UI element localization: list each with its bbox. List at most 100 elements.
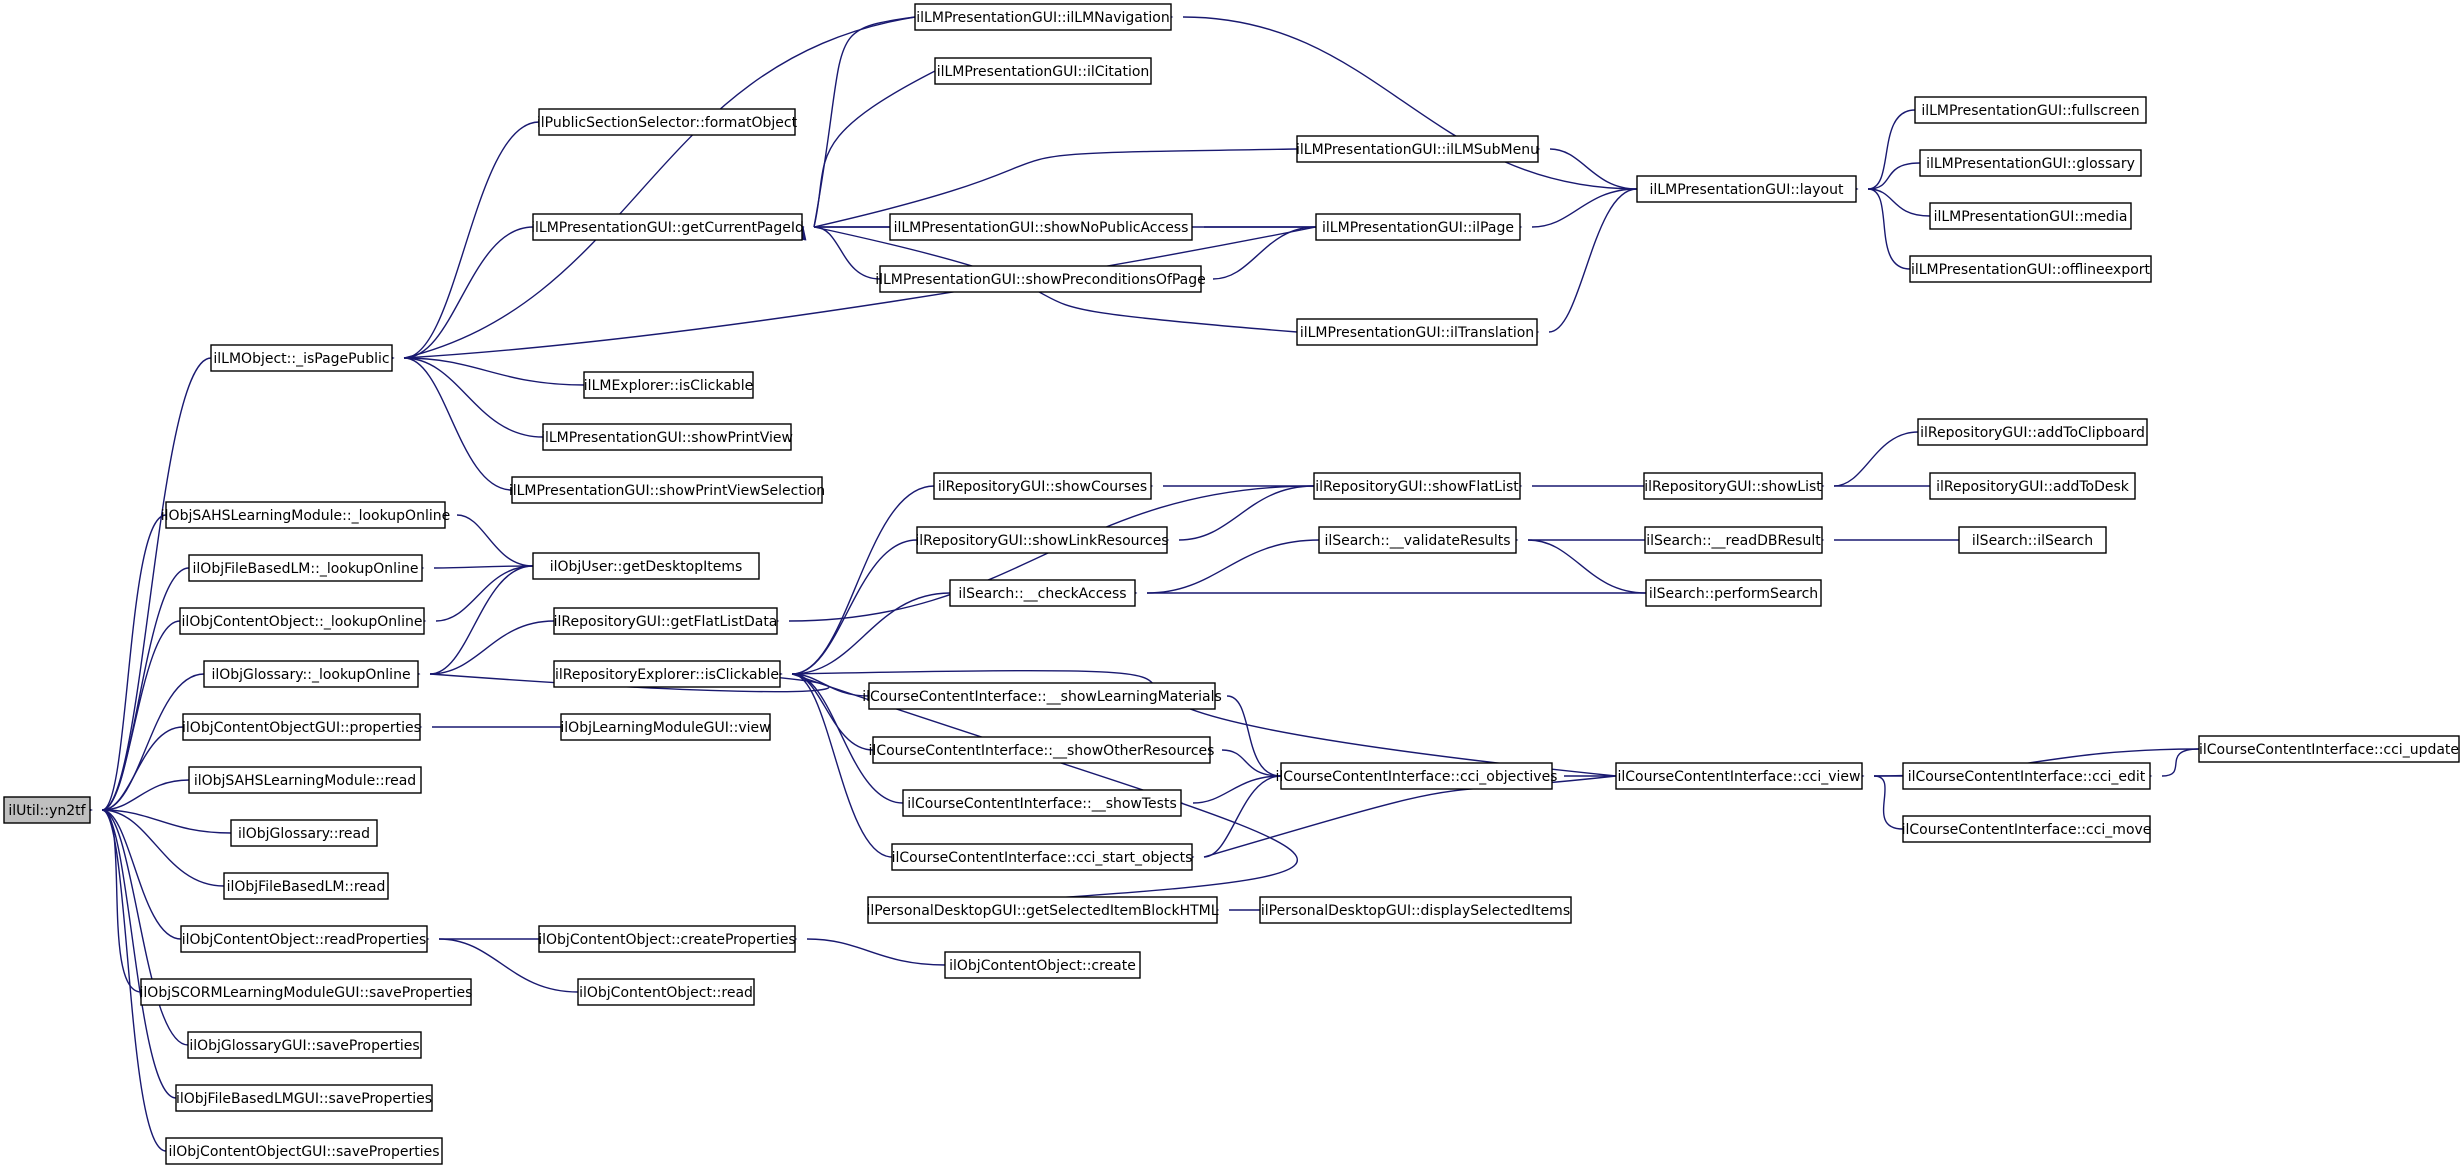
node-illmpresentationgui-offlineexport[interactable]: ilLMPresentationGUI::offlineexport bbox=[1909, 255, 2152, 283]
node-illmpresentationgui-showprintviewselection[interactable]: ilLMPresentationGUI::showPrintViewSelect… bbox=[509, 476, 825, 504]
node-ilcoursecontentinterface-showlearningmaterials[interactable]: ilCourseContentInterface::__showLearning… bbox=[862, 682, 1222, 710]
node-illmpresentationgui-shownopublicaccess[interactable]: ilLMPresentationGUI::showNoPublicAccess bbox=[889, 213, 1193, 241]
node-ilrepositorygui-getflatlistdata[interactable]: ilRepositoryGUI::getFlatListData bbox=[553, 607, 778, 635]
node-ilcoursecontentinterface-showotherresources[interactable]: ilCourseContentInterface::__showOtherRes… bbox=[869, 736, 1215, 764]
node-ilpublicsectionselector-formatobject[interactable]: ilPublicSectionSelector::formatObject bbox=[537, 108, 798, 136]
node-box bbox=[223, 872, 389, 900]
node-ilutil-yn2tf[interactable]: ilUtil::yn2tf bbox=[3, 796, 91, 824]
node-ilcoursecontentinterface-showtests[interactable]: ilCourseContentInterface::__showTests bbox=[902, 789, 1182, 817]
node-box bbox=[916, 526, 1168, 554]
node-label: ilCourseContentInterface::cci_view bbox=[1618, 769, 1861, 785]
node-label: ilSearch::__readDBResult bbox=[1646, 533, 1821, 549]
node-label: ilObjGlossary::_lookupOnline bbox=[211, 667, 410, 683]
node-box bbox=[553, 607, 778, 635]
node-ilobjglossary-lookuponline[interactable]: ilObjGlossary::_lookupOnline bbox=[203, 660, 419, 688]
node-box bbox=[1917, 418, 2148, 446]
node-label: ilObjGlossaryGUI::saveProperties bbox=[189, 1038, 419, 1054]
edge-illmpresentationgui-showpreconditionsofpage-to-illmpresentationgui-getcurrentpageid bbox=[790, 221, 881, 280]
node-illmobject-ispagepublic[interactable]: ilLMObject::_isPagePublic bbox=[210, 344, 393, 372]
node-ilobjglossarygui-saveproperties[interactable]: ilObjGlossaryGUI::saveProperties bbox=[187, 1031, 422, 1059]
node-ilsearch-ilsearch[interactable]: ilSearch::ilSearch bbox=[1958, 526, 2107, 554]
node-box bbox=[891, 843, 1193, 871]
node-ilrepositorygui-addtodesk[interactable]: ilRepositoryGUI::addToDesk bbox=[1929, 472, 2136, 500]
edge-ilobjglossarygui-saveproperties-to-ilutil-yn2tf bbox=[78, 804, 189, 1046]
node-label: ilRepositoryGUI::showFlatList bbox=[1315, 479, 1519, 495]
node-label: ilPersonalDesktopGUI::displaySelectedIte… bbox=[1261, 903, 1570, 919]
node-label: ilLMPresentationGUI::ilCitation bbox=[937, 64, 1150, 80]
node-label: ilObjSCORMLearningModuleGUI::savePropert… bbox=[140, 985, 473, 1001]
node-illmpresentationgui-illmnavigation[interactable]: ilLMPresentationGUI::ilLMNavigation bbox=[914, 3, 1172, 31]
node-ilobjcontentobject-read[interactable]: ilObjContentObject::read bbox=[577, 978, 755, 1006]
node-illmpresentationgui-ilcitation[interactable]: ilLMPresentationGUI::ilCitation bbox=[934, 57, 1152, 85]
node-label: ilRepositoryGUI::showCourses bbox=[938, 479, 1147, 495]
node-ilrepositoryexplorer-isclickable[interactable]: ilRepositoryExplorer::isClickable bbox=[553, 660, 781, 688]
node-ilobjfilebasedlmgui-saveproperties[interactable]: ilObjFileBasedLMGUI::saveProperties bbox=[175, 1084, 433, 1112]
node-ilobjcontentobjectgui-properties[interactable]: ilObjContentObjectGUI::properties bbox=[182, 713, 421, 741]
node-illmpresentationgui-illmsubmenu[interactable]: ilLMPresentationGUI::ilLMSubMenu bbox=[1296, 135, 1539, 163]
edge-ilsearch-checkaccess-to-ilrepositoryexplorer-isclickable bbox=[768, 592, 951, 680]
node-ilobjsahslearningmodule-lookuponline[interactable]: ilObjSAHSLearningModule::_lookupOnline bbox=[161, 501, 450, 529]
node-label: ilCourseContentInterface::__showOtherRes… bbox=[869, 743, 1215, 759]
node-ilobjfilebasedlm-lookuponline[interactable]: ilObjFileBasedLM::_lookupOnline bbox=[188, 554, 423, 582]
node-label: ilObjContentObject::create bbox=[949, 958, 1136, 974]
node-illmpresentationgui-iltranslation[interactable]: ilLMPresentationGUI::ilTranslation bbox=[1296, 318, 1538, 346]
node-ilsearch-readdbresult[interactable]: ilSearch::__readDBResult bbox=[1644, 526, 1823, 554]
node-box bbox=[949, 579, 1136, 607]
node-label: ilObjContentObjectGUI::properties bbox=[182, 720, 421, 736]
node-ilpersonaldesktopgui-getselecteditemblockhtml[interactable]: ilPersonalDesktopGUI::getSelectedItemBlo… bbox=[866, 896, 1219, 924]
node-ilsearch-validateresults[interactable]: ilSearch::__validateResults bbox=[1318, 526, 1517, 554]
edge-illmpresentationgui-layout-to-illmpresentationgui-iltranslation bbox=[1525, 188, 1638, 338]
edge-ilsearch-performsearch-to-ilsearch-validateresults bbox=[1504, 534, 1647, 594]
node-ilcoursecontentinterface-cci-view[interactable]: ilCourseContentInterface::cci_view bbox=[1615, 762, 1863, 790]
node-ilobjcontentobject-create[interactable]: ilObjContentObject::create bbox=[944, 951, 1141, 979]
node-box bbox=[140, 978, 472, 1006]
edge-ilsearch-ilsearch-to-ilsearch-readdbresult bbox=[1810, 534, 1959, 546]
node-ilrepositorygui-addtoclipboard[interactable]: ilRepositoryGUI::addToClipboard bbox=[1917, 418, 2148, 446]
node-label: ilRepositoryExplorer::isClickable bbox=[555, 667, 779, 683]
node-label: ilLMPresentationGUI::showPreconditionsOf… bbox=[875, 272, 1206, 288]
node-illmpresentationgui-showpreconditionsofpage[interactable]: ilLMPresentationGUI::showPreconditionsOf… bbox=[875, 265, 1206, 293]
node-box bbox=[538, 925, 796, 953]
node-ilobjcontentobject-createproperties[interactable]: ilObjContentObject::createProperties bbox=[538, 925, 796, 953]
node-ilobjcontentobjectgui-saveproperties[interactable]: ilObjContentObjectGUI::saveProperties bbox=[165, 1137, 443, 1165]
node-ilrepositorygui-showcourses[interactable]: ilRepositoryGUI::showCourses bbox=[933, 472, 1152, 500]
node-ilrepositorygui-showlist[interactable]: ilRepositoryGUI::showList bbox=[1643, 472, 1823, 500]
node-illmpresentationgui-showprintview[interactable]: ilLMPresentationGUI::showPrintView bbox=[541, 423, 793, 451]
node-box bbox=[1296, 135, 1539, 163]
node-ilobjcontentobject-lookuponline[interactable]: ilObjContentObject::_lookupOnline bbox=[179, 607, 425, 635]
node-ilrepositorygui-showflatlist[interactable]: ilRepositoryGUI::showFlatList bbox=[1313, 472, 1521, 500]
node-illmexplorer-isclickable[interactable]: ilLMExplorer::isClickable bbox=[583, 371, 754, 399]
node-illmpresentationgui-fullscreen[interactable]: ilLMPresentationGUI::fullscreen bbox=[1914, 96, 2147, 124]
node-illmpresentationgui-media[interactable]: ilLMPresentationGUI::media bbox=[1929, 202, 2132, 230]
node-ilobjscormlearningmodulegui-saveproperties[interactable]: ilObjSCORMLearningModuleGUI::savePropert… bbox=[140, 978, 473, 1006]
node-ilpersonaldesktopgui-displayselecteditems[interactable]: ilPersonalDesktopGUI::displaySelectedIte… bbox=[1259, 896, 1572, 924]
node-ilcoursecontentinterface-cci-move[interactable]: ilCourseContentInterface::cci_move bbox=[1902, 815, 2152, 843]
node-ilobjsahslearningmodule-read[interactable]: ilObjSAHSLearningModule::read bbox=[188, 766, 422, 794]
node-ilsearch-checkaccess[interactable]: ilSearch::__checkAccess bbox=[949, 579, 1136, 607]
node-illmpresentationgui-glossary[interactable]: ilLMPresentationGUI::glossary bbox=[1919, 149, 2142, 177]
node-box bbox=[1318, 526, 1517, 554]
edge-ilcoursecontentinterface-showotherresources-to-ilrepositoryexplorer-isclickable bbox=[768, 668, 874, 751]
node-ilobjglossary-read[interactable]: ilObjGlossary::read bbox=[230, 819, 378, 847]
edge-illmpresentationgui-ilpage-to-illmobject-ispagepublic bbox=[380, 226, 1317, 365]
node-ilcoursecontentinterface-cci-update[interactable]: ilCourseContentInterface::cci_update bbox=[2198, 735, 2460, 763]
node-label: ilLMPresentationGUI::ilLMNavigation bbox=[916, 10, 1169, 26]
edge-ilobjfilebasedlm-read-to-ilutil-yn2tf bbox=[78, 804, 225, 887]
node-label: ilLMPresentationGUI::ilPage bbox=[1322, 220, 1514, 236]
node-ilcoursecontentinterface-cci-objectives[interactable]: ilCourseContentInterface::cci_objectives bbox=[1276, 762, 1558, 790]
node-label: ilObjSAHSLearningModule::_lookupOnline bbox=[161, 508, 450, 524]
node-ilrepositorygui-showlinkresources[interactable]: ilRepositoryGUI::showLinkResources bbox=[915, 526, 1169, 554]
node-ilobjcontentobject-readproperties[interactable]: ilObjContentObject::readProperties bbox=[180, 925, 428, 953]
node-illmpresentationgui-layout[interactable]: ilLMPresentationGUI::layout bbox=[1636, 175, 1857, 203]
node-illmpresentationgui-getcurrentpageid[interactable]: ilLMPresentationGUI::getCurrentPageId bbox=[531, 213, 804, 241]
node-ilobjfilebasedlm-read[interactable]: ilObjFileBasedLM::read bbox=[223, 872, 389, 900]
node-illmpresentationgui-ilpage[interactable]: ilLMPresentationGUI::ilPage bbox=[1315, 213, 1521, 241]
node-ilcoursecontentinterface-cci-start-objects[interactable]: ilCourseContentInterface::cci_start_obje… bbox=[891, 843, 1193, 871]
edge-ilobjglossary-read-to-ilutil-yn2tf bbox=[78, 804, 232, 834]
node-ilobjuser-getdesktopitems[interactable]: ilObjUser::getDesktopItems bbox=[532, 552, 760, 580]
node-ilcoursecontentinterface-cci-edit[interactable]: ilCourseContentInterface::cci_edit bbox=[1902, 762, 2151, 790]
node-ilobjlearningmodulegui-view[interactable]: ilObjLearningModuleGUI::view bbox=[560, 713, 771, 741]
node-box bbox=[867, 896, 1218, 924]
node-label: ilLMPresentationGUI::showNoPublicAccess bbox=[894, 220, 1189, 236]
node-ilsearch-performsearch[interactable]: ilSearch::performSearch bbox=[1645, 579, 1822, 607]
